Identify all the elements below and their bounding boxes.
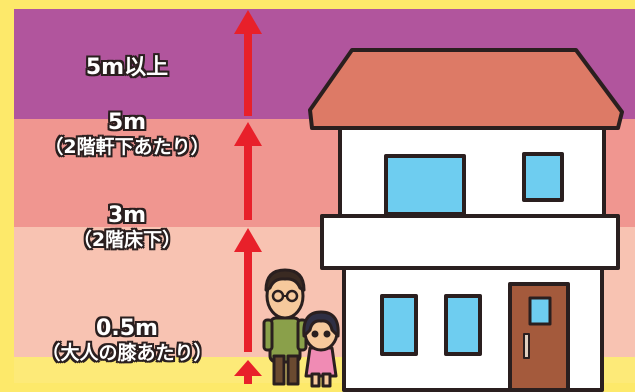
flood-arrows [234,10,262,384]
level-label-above-5m: 5m以上 [14,55,240,80]
level-note: （2階軒下あたり） [44,136,210,158]
level-value: 3m [107,203,147,228]
level-value: 5m [107,110,147,135]
level-label-0-5m: 0.5m （大人の膝あたり） [14,316,240,366]
arrow-icon [234,360,262,384]
level-note: （2階床下） [72,229,182,251]
house-illustration [308,48,624,392]
arrow-icon [234,122,262,220]
window [380,294,418,356]
child-figure [302,310,340,388]
balcony [320,214,620,270]
roof [308,48,624,130]
level-note: （大人の膝あたり） [41,342,213,364]
adult-figure [262,268,308,386]
arrow-icon [234,228,262,352]
window [444,294,482,356]
arrow-icon [234,10,262,116]
level-value: 5m以上 [85,55,169,80]
window [522,152,564,202]
level-value: 0.5m [96,316,158,341]
level-label-5m: 5m （2階軒下あたり） [14,110,240,160]
window [384,154,466,216]
level-label-3m: 3m （2階床下） [14,203,240,253]
